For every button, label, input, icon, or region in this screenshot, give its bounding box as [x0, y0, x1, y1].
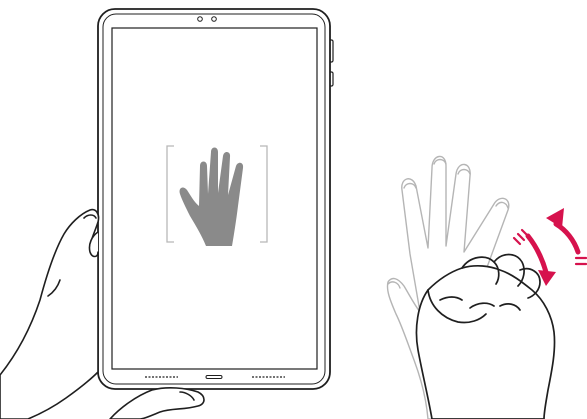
- rotate-arrows-icon: [514, 208, 586, 286]
- motion-dashes-right: [576, 258, 586, 264]
- motion-arrow-up: [556, 224, 578, 252]
- motion-arrow-down: [528, 236, 546, 272]
